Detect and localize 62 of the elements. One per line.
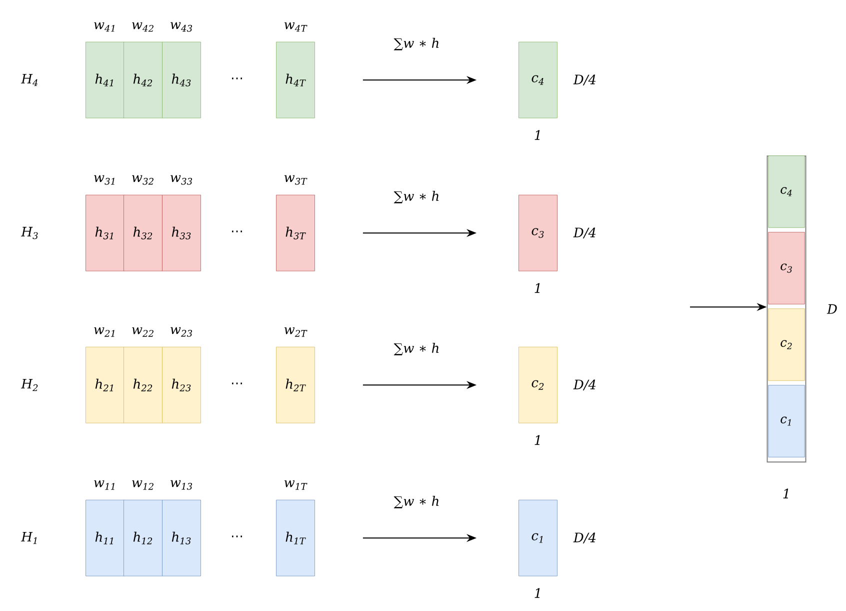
vector-cell: c$_{1}$: [768, 385, 805, 458]
vector-cell: h$_{12}$: [124, 500, 162, 576]
row-label: H$_{3}$: [20, 226, 38, 240]
ellipsis: ⋯: [232, 78, 242, 80]
weight-label: w$_{11}$: [94, 480, 114, 490]
vector-cell: c$_{4}$: [518, 42, 558, 118]
vector-cell: c$_{2}$: [518, 346, 558, 424]
vector-cell: h$_{33}$: [162, 194, 201, 272]
vector-cell: h$_{31}$: [86, 194, 124, 272]
sum-formula: ∑w ∗ h: [394, 190, 438, 204]
vector-cell: h$_{23}$: [162, 346, 201, 424]
weight-label: w$_{41}$: [94, 22, 114, 32]
dimension-label: D/4: [573, 532, 596, 544]
vector-cell: h$_{42}$: [124, 42, 162, 118]
sum-formula: ∑w ∗ h: [394, 38, 438, 50]
vector-cell: h$_{3T}$: [276, 194, 315, 272]
row-label: H$_{1}$: [20, 532, 37, 544]
weight-label: w$_{1T}$: [284, 480, 308, 490]
weight-label: w$_{2T}$: [284, 327, 308, 337]
dimension-label: D/4: [573, 228, 596, 238]
vector-cell: h$_{4T}$: [276, 42, 315, 118]
weight-label: w$_{4T}$: [284, 22, 308, 32]
weight-label: w$_{43}$: [170, 22, 192, 32]
ellipsis: ⋯: [232, 382, 242, 384]
weight-label: w$_{13}$: [170, 480, 192, 490]
vector-cell: c$_{3}$: [518, 194, 558, 272]
vector-cell: h$_{2T}$: [276, 346, 315, 424]
dimension-label: 1: [534, 435, 540, 445]
weight-label: w$_{32}$: [132, 175, 154, 185]
weight-label: w$_{3T}$: [284, 175, 308, 185]
vector-cell: h$_{22}$: [124, 346, 162, 424]
vector-cell: c$_{3}$: [768, 232, 805, 304]
vector-cell: h$_{13}$: [162, 500, 201, 576]
ellipsis: ⋯: [232, 230, 242, 232]
vector-cell: h$_{21}$: [86, 346, 124, 424]
vector-cell: h$_{43}$: [162, 42, 201, 118]
dimension-label: 1: [534, 130, 540, 140]
ellipsis: ⋯: [232, 536, 242, 538]
dimension-label: D/4: [573, 74, 596, 86]
vector-cell: c$_{4}$: [768, 156, 805, 228]
weight-label: w$_{12}$: [132, 480, 154, 490]
weight-label: w$_{21}$: [94, 327, 114, 337]
weight-label: w$_{22}$: [132, 327, 154, 337]
vector-cell: h$_{32}$: [124, 194, 162, 272]
vector-cell: h$_{41}$: [86, 42, 124, 118]
sum-formula: ∑w ∗ h: [394, 496, 438, 508]
weight-label: w$_{33}$: [170, 175, 192, 185]
vector-cell: h$_{1T}$: [276, 500, 315, 576]
vector-cell: c$_{2}$: [768, 308, 805, 381]
weight-label: w$_{42}$: [132, 22, 154, 32]
weight-label: w$_{23}$: [170, 327, 192, 337]
dimension-label: 1: [534, 588, 540, 598]
dimension-label: D: [826, 304, 837, 314]
vector-cell: c$_{1}$: [518, 500, 558, 576]
dimension-label: 1: [783, 488, 788, 498]
sum-formula: ∑w ∗ h: [394, 342, 438, 356]
dimension-label: D/4: [573, 380, 596, 390]
row-label: H$_{4}$: [20, 74, 38, 86]
dimension-label: 1: [534, 283, 540, 293]
weight-label: w$_{31}$: [94, 175, 114, 185]
row-label: H$_{2}$: [20, 378, 38, 392]
vector-cell: h$_{11}$: [86, 500, 124, 576]
